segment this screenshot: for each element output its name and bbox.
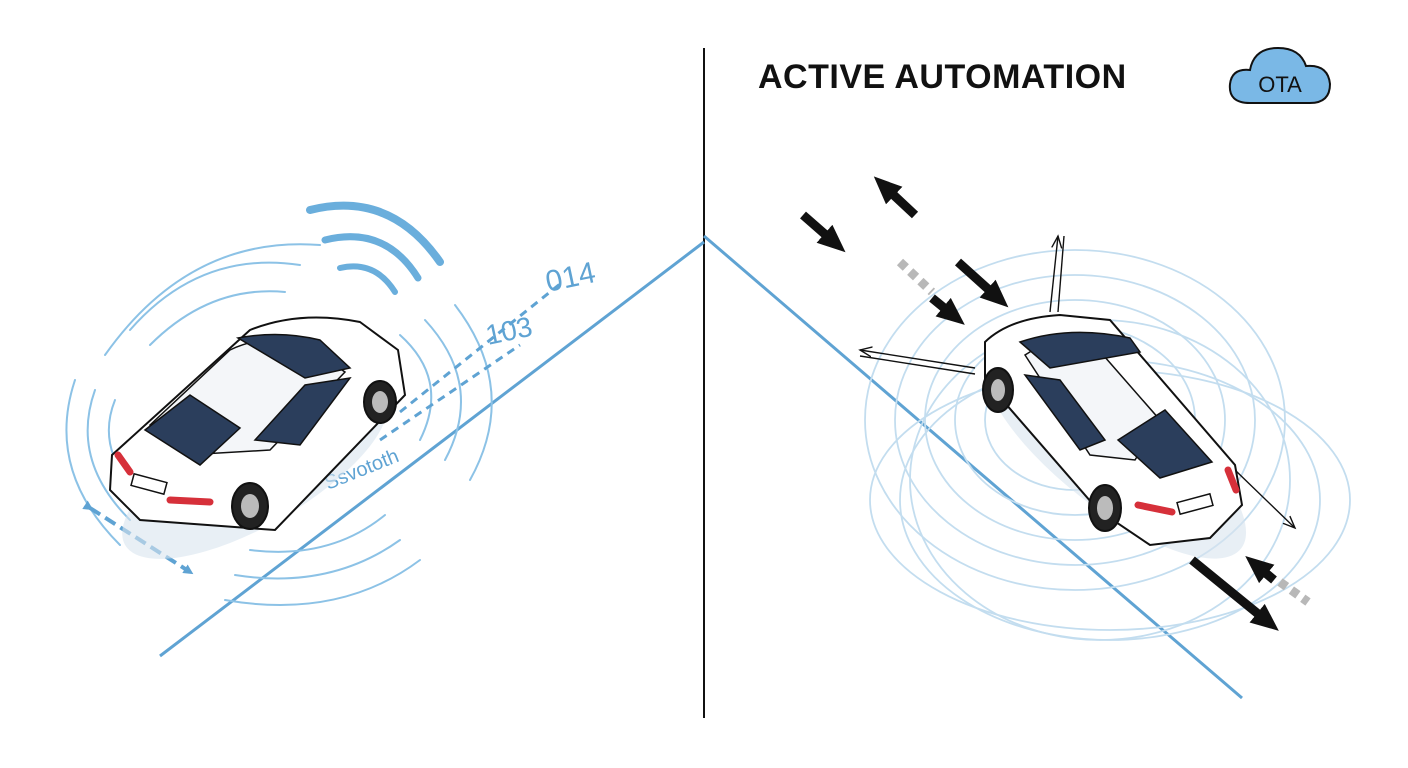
data-link-lines xyxy=(379,282,561,442)
code-label-103: 103 xyxy=(483,311,535,351)
left-road-edge xyxy=(159,240,705,658)
trajectory-arrows xyxy=(800,176,1279,631)
left-car xyxy=(108,316,407,559)
wifi-signal-icon xyxy=(306,201,444,295)
left-sensor-waves xyxy=(65,243,493,606)
trajectory-trail-dashes xyxy=(896,258,1311,606)
code-label-014: 014 xyxy=(543,256,599,299)
right-car xyxy=(982,313,1247,559)
right-road-edge xyxy=(703,234,1243,700)
panel-heading: ACTIVE AUTOMATION xyxy=(758,58,1127,96)
cloud-icon: OTA xyxy=(1228,46,1332,104)
ota-label: OTA xyxy=(1258,72,1302,97)
sensor-vectors xyxy=(860,236,1295,528)
